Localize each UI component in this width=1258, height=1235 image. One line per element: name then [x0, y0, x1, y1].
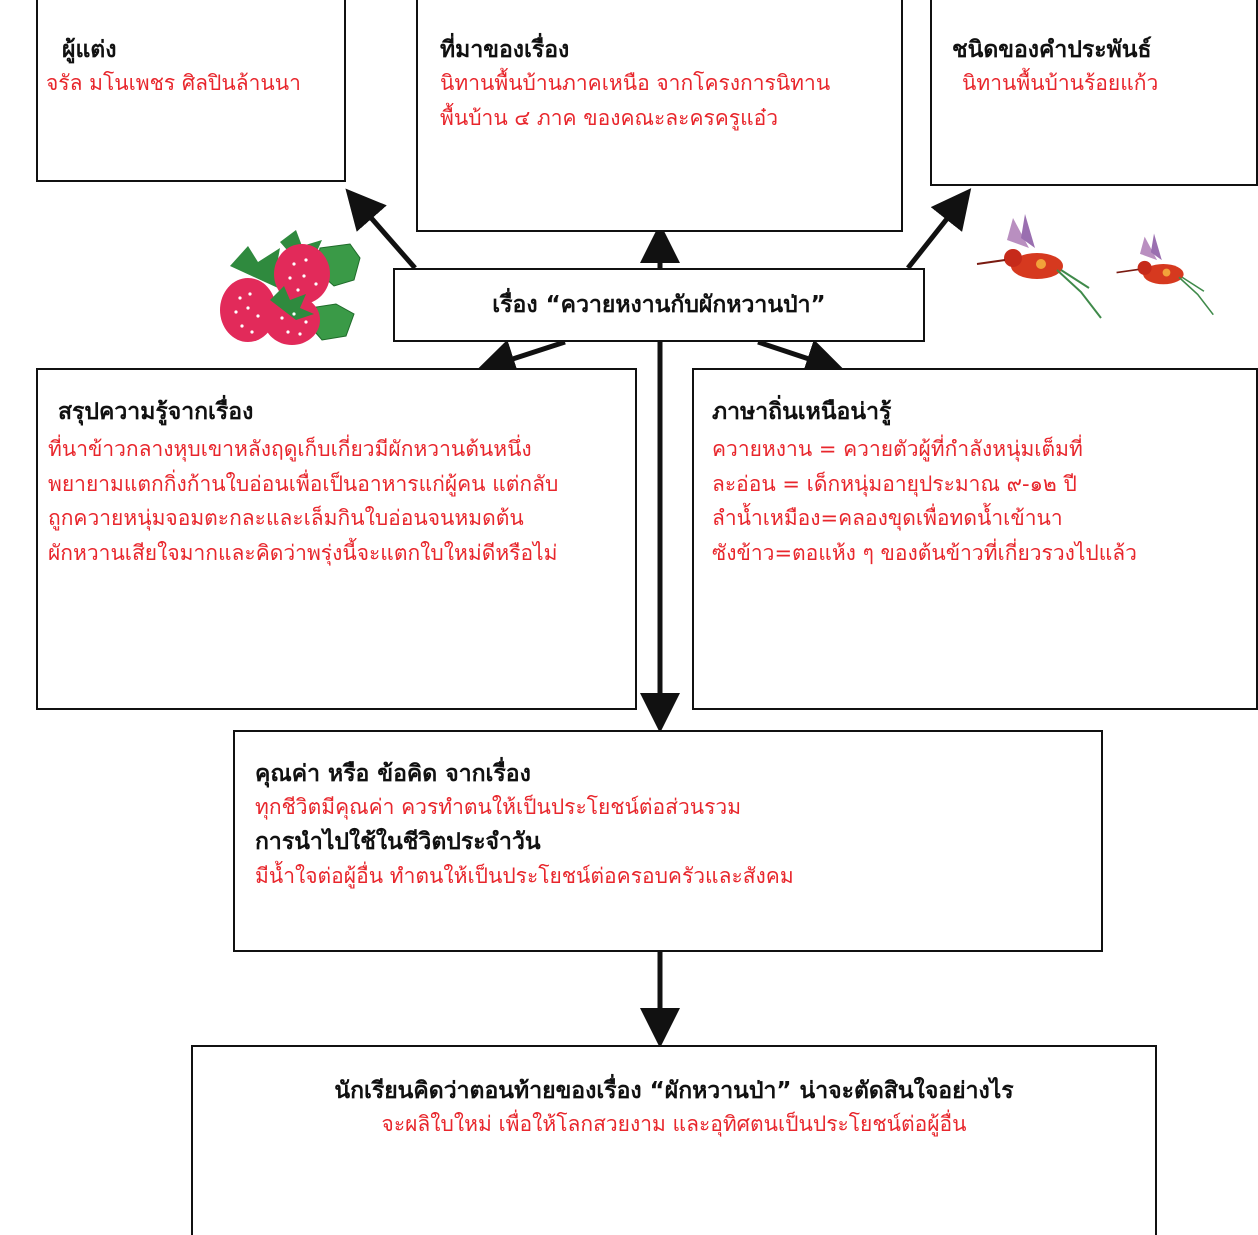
summary-box: สรุปความรู้จากเรื่อง ที่นาข้าวกลางหุบเขา…: [36, 368, 637, 710]
strawberry-icon: [220, 230, 361, 345]
arrow-to-dialect: [757, 339, 846, 378]
dialect-line-2: ละอ่อน = เด็กหนุ่มอายุประมาณ ๙-๑๒ ปี: [712, 471, 1077, 496]
center-title: เรื่อง “ควายหงานกับผักหวานป่า”: [492, 291, 826, 318]
arrow-to-summary: [475, 339, 566, 378]
dialect-line-1: ควายหงาน = ควายตัวผู้ที่กำลังหนุ่มเต็มที…: [712, 437, 1083, 462]
daily-life-title: การนำไปใช้ในชีวิตประจำวัน: [255, 828, 541, 855]
source-title: ที่มาของเรื่อง: [440, 37, 570, 63]
value-title: คุณค่า หรือ ข้อคิด จากเรื่อง: [255, 761, 531, 787]
summary-line-2: พยายามแตกกิ่งก้านใบอ่อนเพื่อเป็นอาหารแก่…: [48, 471, 559, 496]
source-line-2: พื้นบ้าน ๔ ภาค ของคณะละครครูแอ๋ว: [440, 105, 779, 130]
arrow-to-type: [906, 188, 972, 270]
type-title: ชนิดของคำประพันธ์: [952, 37, 1152, 63]
type-box: ชนิดของคำประพันธ์ นิทานพื้นบ้านร้อยแก้ว: [930, 0, 1258, 186]
author-title: ผู้แต่ง: [62, 37, 117, 63]
source-line-1: นิทานพื้นบ้านภาคเหนือ จากโครงการนิทาน: [440, 71, 831, 96]
dialect-title: ภาษาถิ่นเหนือน่ารู้: [712, 399, 892, 425]
dialect-line-3: ลำน้ำเหมือง=คลองขุดเพื่อทดน้ำเข้านา: [712, 506, 1063, 531]
summary-line-1: ที่นาข้าวกลางหุบเขาหลังฤดูเก็บเกี่ยวมีผั…: [48, 437, 532, 462]
question-box: นักเรียนคิดว่าตอนท้ายของเรื่อง “ผักหวานป…: [191, 1045, 1157, 1235]
question-title: นักเรียนคิดว่าตอนท้ายของเรื่อง “ผักหวานป…: [334, 1078, 1014, 1104]
hummingbird-icon: [976, 214, 1214, 319]
summary-line-3: ถูกควายหนุ่มจอมตะกละและเล็มกินใบอ่อนจนหม…: [48, 506, 524, 531]
summary-line-4: ผักหวานเสียใจมากและคิดว่าพรุ่งนี้จะแตกใบ…: [48, 541, 558, 566]
arrow-to-author: [345, 188, 417, 270]
source-box: ที่มาของเรื่อง นิทานพื้นบ้านภาคเหนือ จาก…: [416, 0, 903, 232]
question-answer: จะผลิใบใหม่ เพื่อให้โลกสวยงาม และอุทิศตน…: [381, 1112, 967, 1137]
daily-life-text: มีน้ำใจต่อผู้อื่น ทำตนให้เป็นประโยชน์ต่อ…: [255, 864, 794, 889]
value-text: ทุกชีวิตมีคุณค่า ควรทำตนให้เป็นประโยชน์ต…: [255, 795, 742, 820]
summary-title: สรุปความรู้จากเรื่อง: [58, 399, 254, 425]
author-box: ผู้แต่ง จรัล มโนเพชร ศิลปินล้านนา: [36, 0, 346, 182]
value-box: คุณค่า หรือ ข้อคิด จากเรื่อง ทุกชีวิตมีค…: [233, 730, 1103, 952]
dialect-box: ภาษาถิ่นเหนือน่ารู้ ควายหงาน = ควายตัวผู…: [692, 368, 1258, 710]
author-text: จรัล มโนเพชร ศิลปินล้านนา: [46, 71, 301, 96]
dialect-line-4: ซังข้าว=ตอแห้ง ๆ ของต้นข้าวที่เกี่ยวรวงไ…: [712, 541, 1137, 566]
type-text: นิทานพื้นบ้านร้อยแก้ว: [962, 71, 1159, 96]
center-box: เรื่อง “ควายหงานกับผักหวานป่า”: [393, 268, 925, 342]
